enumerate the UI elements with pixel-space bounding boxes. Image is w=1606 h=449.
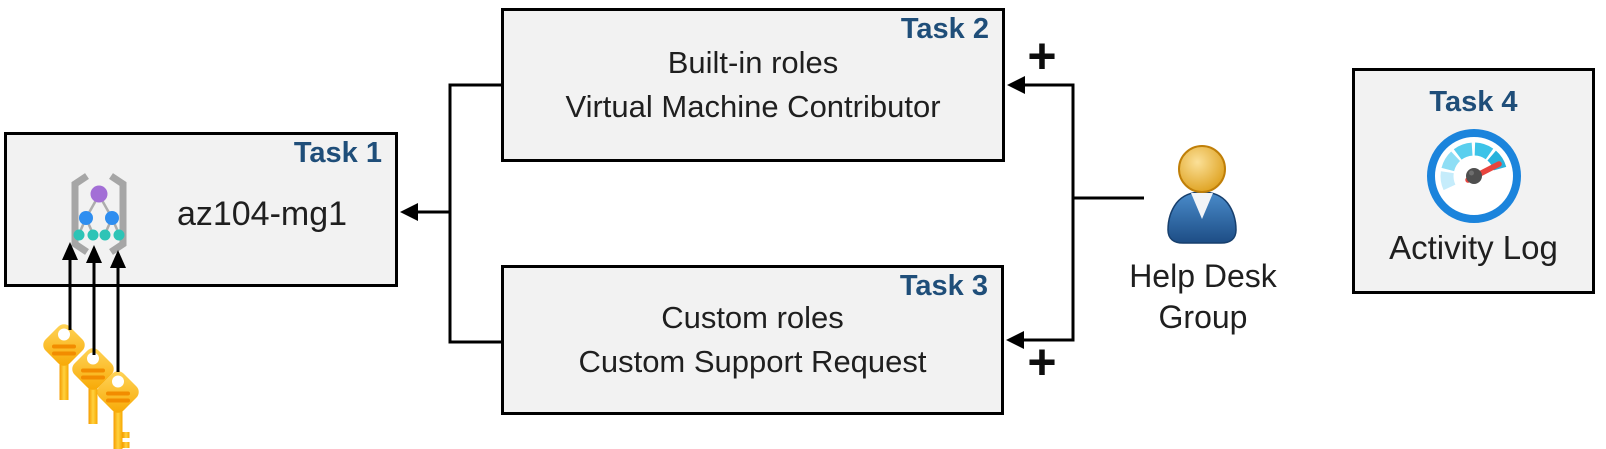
task2-text: Built-in roles Virtual Machine Contribut… — [504, 11, 1002, 159]
management-group-icon — [71, 173, 127, 255]
key-icon-3 — [97, 371, 139, 449]
task2-box: Task 2 Built-in roles Virtual Machine Co… — [501, 8, 1005, 162]
task4-box: Task 4 Activity Log — [1352, 68, 1595, 294]
plus-sign-task2: + — [1027, 28, 1057, 84]
help-desk-group-label: Help Desk Group — [1129, 258, 1277, 335]
task3-text: Custom roles Custom Support Request — [504, 268, 1001, 412]
task2-line1: Built-in roles — [667, 45, 839, 80]
task4-caption: Activity Log — [1389, 229, 1558, 266]
task1-box: Task 1 az104-mg1 — [4, 132, 398, 287]
plus-sign-task3: + — [1027, 334, 1057, 390]
task2-line2: Virtual Machine Contributor — [565, 89, 941, 124]
activity-log-gauge-icon — [1426, 129, 1521, 223]
access-keys-icon — [43, 324, 139, 449]
key-icon-1 — [43, 324, 85, 400]
key-icon-2 — [72, 348, 114, 424]
task3-label: Task 3 — [899, 270, 988, 302]
task3-line2: Custom Support Request — [578, 344, 927, 379]
task3-line1: Custom roles — [661, 300, 844, 335]
user-person-icon — [1167, 145, 1237, 244]
management-group-name: az104-mg1 — [176, 195, 348, 233]
task1-label: Task 1 — [293, 137, 382, 169]
arrowhead-into-task1 — [400, 203, 418, 221]
task3-box: Task 3 Custom roles Custom Support Reque… — [501, 265, 1004, 415]
task4-label: Task 4 — [1429, 86, 1518, 118]
task2-label: Task 2 — [900, 13, 989, 45]
